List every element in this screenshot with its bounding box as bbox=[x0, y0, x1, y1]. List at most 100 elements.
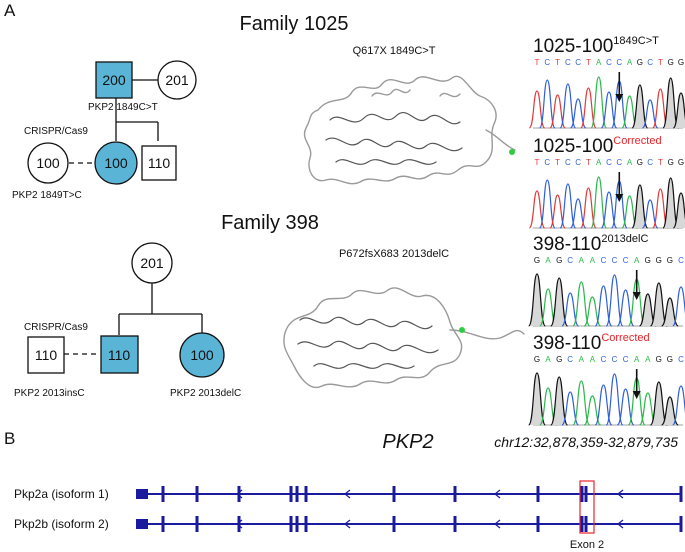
chrom-1025-corrected-base: T bbox=[535, 158, 540, 167]
chrom-398-corrected-base: A bbox=[634, 355, 640, 364]
chrom-1025-mutant-trace-peak bbox=[590, 76, 607, 129]
chrom-1025-corrected-base: C bbox=[544, 158, 550, 167]
chrom-1025-corrected-trace-peak bbox=[631, 184, 649, 229]
isoform-2-exon bbox=[584, 516, 588, 532]
chrom-398-mutant-base: A bbox=[634, 256, 640, 265]
individual-100-398-affected-female bbox=[179, 332, 225, 378]
chrom-1025-corrected-prefix: 1025-100 bbox=[533, 136, 613, 157]
chrom-398-mutant-base: A bbox=[545, 256, 551, 265]
chrom-1025-mutant-trace-peak bbox=[631, 84, 649, 129]
chrom-398-mutant-base: G bbox=[667, 256, 673, 265]
chrom-398-corrected-trace-peak bbox=[605, 373, 624, 426]
chrom-1025-mutant-base: T bbox=[535, 58, 540, 67]
chrom-1025-corrected-trace-peak bbox=[569, 198, 587, 229]
chrom-398-corrected-base: A bbox=[590, 355, 596, 364]
chrom-398-mutant-base: C bbox=[601, 256, 607, 265]
exon-2-label: Exon 2 bbox=[570, 539, 604, 551]
structure-label-p672fs: P672fsX683 2013delC bbox=[339, 248, 449, 260]
isoform-2-strand-arrow bbox=[344, 519, 351, 529]
individual-110-corrected-genotype: PKP2 2013insC bbox=[14, 388, 85, 399]
chrom-1025-corrected-trace-peak bbox=[662, 177, 679, 229]
isoform-1-exon bbox=[536, 486, 540, 502]
isoform-2-exon bbox=[295, 516, 299, 532]
chrom-398-corrected-base: A bbox=[545, 355, 551, 364]
chrom-1025-corrected-base: A bbox=[596, 158, 602, 167]
chrom-398-mutant-superscript: 2013delC bbox=[601, 233, 648, 245]
isoform-1-exon bbox=[392, 486, 396, 502]
chrom-1025-mutant-trace-peak bbox=[569, 98, 587, 129]
chrom-1025-corrected-base: C bbox=[575, 158, 581, 167]
chrom-398-mutant-base: A bbox=[590, 256, 596, 265]
isoform-2-exon bbox=[304, 516, 308, 532]
chrom-398-mutant-trace-peak bbox=[572, 281, 591, 327]
chrom-1025-corrected-base: C bbox=[606, 158, 612, 167]
chrom-398-corrected-trace-peak bbox=[528, 372, 546, 426]
individual-200-affected-male bbox=[95, 61, 133, 99]
protein-structure-1025 bbox=[303, 75, 516, 185]
isoform-2-strand-arrow bbox=[617, 519, 624, 529]
chrom-1025-mutant-base: C bbox=[616, 58, 622, 67]
isoform-1-strand-arrow bbox=[344, 489, 351, 499]
chrom-1025-corrected-trace-peak bbox=[539, 179, 556, 229]
chrom-1025-mutant-base: A bbox=[627, 58, 633, 67]
individual-100-398-genotype: PKP2 2013delC bbox=[170, 388, 241, 399]
chrom-398-mutant-trace-peak bbox=[550, 277, 569, 327]
individual-200-genotype: PKP2 1849C>T bbox=[88, 102, 158, 113]
isoform-1-exon bbox=[295, 486, 299, 502]
chrom-1025-corrected-base: A bbox=[627, 158, 633, 167]
isoform-1-exon bbox=[580, 486, 584, 502]
exon-2-highlight-box bbox=[579, 480, 595, 534]
isoform-1-strand-arrow bbox=[494, 489, 501, 499]
protein-structure-398 bbox=[283, 287, 525, 389]
chrom-398-mutant-base: G bbox=[534, 256, 540, 265]
isoform-1-start-block bbox=[136, 489, 148, 499]
chrom-398-corrected-superscript: Corrected bbox=[601, 332, 649, 344]
isoform-2-exon bbox=[580, 516, 584, 532]
chrom-1025-mutant-base: C bbox=[544, 58, 550, 67]
chrom-398-corrected-base: G bbox=[667, 355, 673, 364]
isoform-2-exon bbox=[237, 516, 241, 532]
chrom-398-mutant-title: 398-1102013delC bbox=[533, 233, 648, 255]
family-1025-title: Family 1025 bbox=[240, 13, 349, 35]
chrom-1025-corrected-base: T bbox=[586, 158, 591, 167]
isoform-2-exon bbox=[536, 516, 540, 532]
individual-201-398-id: 201 bbox=[140, 255, 164, 271]
chrom-1025-corrected-arrow-head bbox=[615, 194, 624, 202]
isoform-1-label: Pkp2a (isoform 1) bbox=[14, 487, 109, 501]
chrom-398-mutant-base: G bbox=[556, 256, 562, 265]
chrom-398-corrected-base: A bbox=[579, 355, 585, 364]
chrom-398-mutant-trace-peak bbox=[672, 286, 685, 327]
isoform-2-exon bbox=[161, 516, 165, 532]
chrom-1025-mutant-trace-peak bbox=[539, 79, 556, 129]
chrom-1025-mutant-title: 1025-1001849C>T bbox=[533, 35, 659, 57]
individual-100-398-id: 100 bbox=[190, 347, 214, 363]
chrom-1025-mutant-trace-peak bbox=[559, 83, 577, 129]
chrom-1025-mutant-base: C bbox=[606, 58, 612, 67]
pedigree-family-1025: 200 201 PKP2 1849C>T CRISPR/Cas9 100 PKP… bbox=[12, 60, 197, 201]
genomic-coordinates: chr12:32,878,359-32,879,735 bbox=[494, 434, 678, 450]
chrom-1025-mutant-trace-peak bbox=[662, 77, 679, 129]
chrom-1025-corrected-base: G bbox=[668, 158, 674, 167]
individual-100-affected-female bbox=[94, 141, 138, 185]
chrom-398-corrected-base: G bbox=[534, 355, 540, 364]
chrom-398-mutant-trace-peak bbox=[649, 282, 668, 327]
panel-b-letter: B bbox=[4, 429, 15, 448]
chrom-398-corrected-trace-peak bbox=[572, 380, 591, 426]
chrom-1025-mutant-arrow-head bbox=[615, 94, 624, 102]
family-398-title: Family 398 bbox=[221, 212, 319, 234]
chrom-398-corrected-base: G bbox=[556, 355, 562, 364]
individual-100-corrected-id: 100 bbox=[36, 155, 60, 171]
structure-label-q617x: Q617X 1849C>T bbox=[353, 45, 436, 57]
chrom-1025-corrected-trace-peak bbox=[559, 183, 577, 229]
chrom-1025-corrected-base: C bbox=[647, 158, 653, 167]
individual-200-id: 200 bbox=[102, 72, 126, 88]
isoform-2-strand-arrow bbox=[236, 519, 243, 529]
chrom-398-mutant-base: C bbox=[567, 256, 573, 265]
individual-110-affected-male bbox=[100, 335, 139, 374]
panel-a-letter: A bbox=[4, 1, 16, 20]
chrom-398-mutant-base: G bbox=[656, 256, 662, 265]
isoform-1-exon bbox=[304, 486, 308, 502]
